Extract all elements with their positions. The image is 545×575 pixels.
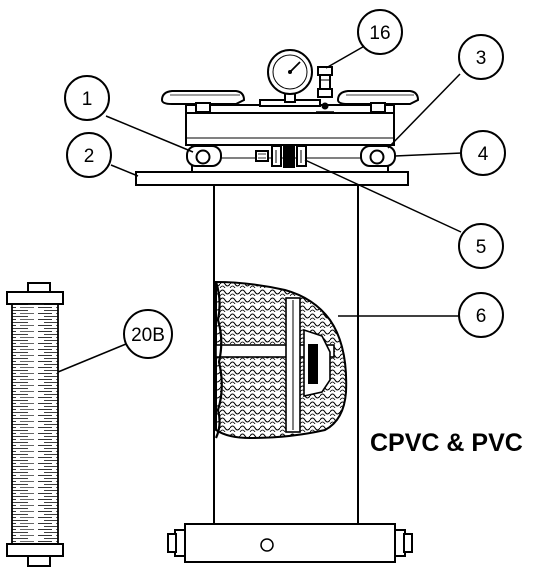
bottom-manifold bbox=[167, 523, 413, 563]
housing-body bbox=[213, 186, 359, 524]
left-nut bbox=[186, 145, 222, 167]
callout-2: 2 bbox=[66, 132, 112, 178]
svg-text:5: 5 bbox=[476, 237, 487, 258]
material-caption: CPVC & PVC bbox=[370, 429, 523, 457]
callout-20b: 20B bbox=[123, 309, 173, 359]
center-fitting bbox=[255, 144, 307, 168]
svg-text:6: 6 bbox=[476, 306, 487, 327]
leader-2 bbox=[110, 164, 139, 177]
leader-lines bbox=[57, 43, 463, 373]
svg-text:2: 2 bbox=[84, 146, 95, 167]
leader-20b bbox=[57, 343, 127, 373]
callout-3: 3 bbox=[458, 34, 504, 80]
callout-16: 16 bbox=[357, 9, 403, 55]
svg-text:1: 1 bbox=[82, 89, 93, 110]
svg-text:4: 4 bbox=[478, 144, 489, 165]
pressure-gauge bbox=[267, 49, 313, 103]
filter-housing bbox=[135, 49, 420, 563]
svg-text:16: 16 bbox=[369, 23, 390, 44]
air-vent-valve[interactable] bbox=[316, 66, 334, 113]
callout-6: 6 bbox=[458, 292, 504, 338]
right-t-handle[interactable] bbox=[336, 90, 420, 113]
svg-text:20B: 20B bbox=[131, 325, 165, 346]
cutaway-filter-element bbox=[214, 280, 348, 440]
leader-5 bbox=[304, 159, 462, 233]
flange-plate bbox=[135, 171, 409, 186]
callout-5: 5 bbox=[458, 223, 504, 269]
leader-16 bbox=[325, 43, 369, 69]
replacement-filter-cartridge bbox=[6, 282, 64, 567]
callout-4: 4 bbox=[460, 130, 506, 176]
left-t-handle[interactable] bbox=[160, 90, 246, 113]
leader-4 bbox=[394, 152, 463, 157]
callout-1: 1 bbox=[64, 75, 110, 121]
leader-3 bbox=[387, 73, 461, 149]
callouts: 1 2 3 4 5 6 16 20B bbox=[64, 9, 506, 359]
right-nut bbox=[360, 145, 396, 167]
svg-text:3: 3 bbox=[476, 48, 487, 69]
leader-1 bbox=[105, 115, 194, 153]
